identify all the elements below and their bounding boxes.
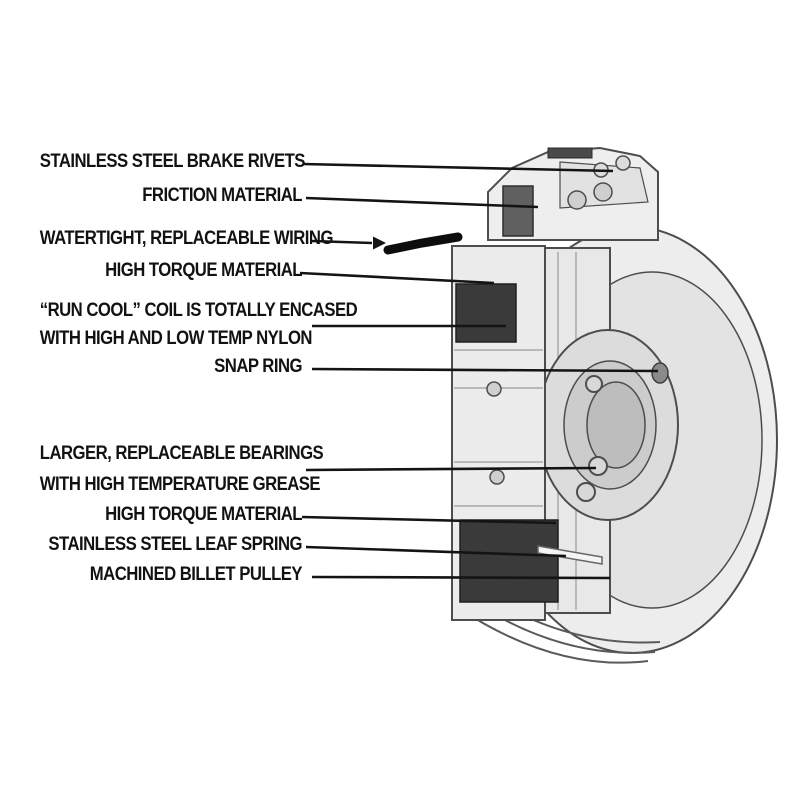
leader-line-billet-pulley [311,575,611,580]
pulley-groove [462,610,649,664]
brake-rivet [615,155,631,171]
leaf-spring-part [537,545,603,565]
leader-line-friction-material [305,196,539,209]
callout-label-run-cool-coil-2: WITH HIGH AND LOW TEMP NYLON [39,328,313,349]
callout-label-snap-ring: SNAP RING [214,356,302,377]
coil-block-upper [455,283,517,343]
bracket-top-strip [547,147,593,159]
coil-block-lower [459,519,559,603]
bearing-ball [585,375,603,393]
callout-label-brake-rivets: STAINLESS STEEL BRAKE RIVETS [39,151,306,172]
bearings-group [576,375,608,502]
leader-line-brake-rivets [302,162,614,173]
bearing-ball [588,456,608,476]
bracket-hole [593,182,613,202]
wiring-arrowhead-icon [373,236,386,250]
callout-label-high-torque-upper: HIGH TORQUE MATERIAL [105,260,302,281]
center-bore [537,329,679,521]
callout-label-bearings-2: WITH HIGH TEMPERATURE GREASE [39,474,321,495]
callout-label-run-cool-coil-1: “RUN COOL” COIL IS TOTALLY ENCASED [39,300,358,321]
leader-line-leaf-spring [305,545,567,558]
leader-line-bearings [305,466,597,472]
leader-line-high-torque-upper [299,271,495,285]
mounting-stud [486,381,502,397]
callout-label-bearings-1: LARGER, REPLACEABLE BEARINGS [39,443,324,464]
snap-ring-part [651,362,669,384]
bore-inner [586,381,646,469]
leader-line-high-torque-lower [301,515,557,525]
callout-label-billet-pulley: MACHINED BILLET PULLEY [89,564,303,585]
mounting-stud [489,469,505,485]
callout-label-high-torque-lower: HIGH TORQUE MATERIAL [105,504,302,525]
field-housing-cutaway [451,245,559,621]
callout-label-friction-material: FRICTION MATERIAL [142,185,302,206]
callout-label-wiring: WATERTIGHT, REPLACEABLE WIRING [39,228,334,249]
leader-lines [299,162,659,580]
friction-pad [502,185,534,237]
wiring-lead [383,232,463,255]
armature-brake-assembly [487,146,659,241]
leader-line-wiring [311,239,373,245]
callout-label-leaf-spring: STAINLESS STEEL LEAF SPRING [48,534,303,555]
leader-line-snap-ring [311,367,659,373]
bracket-hole [567,190,587,210]
bearing-ball [576,482,596,502]
